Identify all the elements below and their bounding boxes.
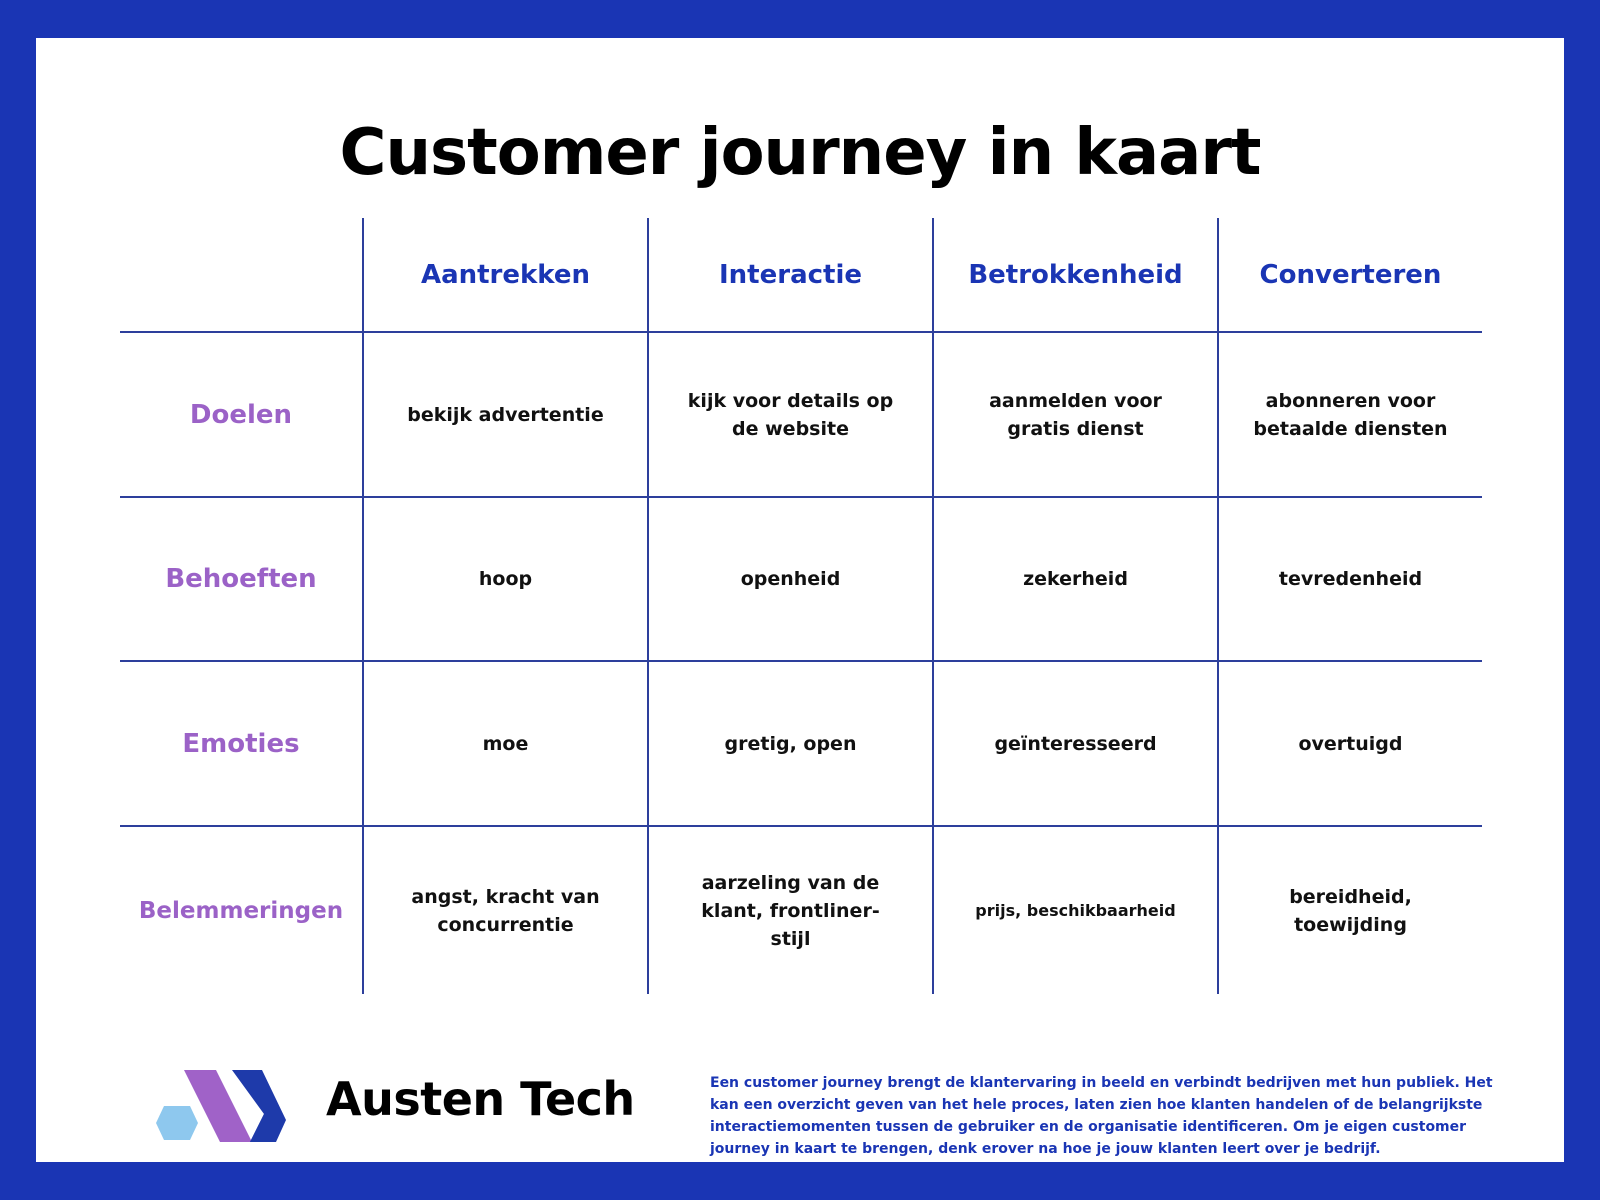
row-heading-emoties: Emoties [182,728,300,759]
table-cell: gretig, open [724,732,857,755]
table-cell: bereidheid, toewijding [1289,885,1412,936]
page-title: Customer journey in kaart [339,116,1262,190]
table-cell: moe [482,732,529,755]
table-cell: prijs, beschikbaarheid [975,900,1176,920]
brand-name: Austen Tech [326,1072,635,1126]
grid-line [647,218,649,994]
grid-line [932,218,934,994]
row-heading-doelen: Doelen [189,399,293,430]
column-heading-betrokkenheid: Betrokkenheid [968,259,1183,290]
table-cell: openheid [740,568,841,590]
row-heading-behoeften: Behoeften [165,564,317,594]
table-cell: hoop [478,568,533,590]
column-heading-converteren: Converteren [1259,259,1442,290]
grid-line [120,825,1482,827]
table-cell: geïnteresseerd [994,732,1157,755]
journey-card: Customer journey in kaart Aantrekken Int… [36,38,1564,1162]
table-cell: abonneren voor betaalde diensten [1253,389,1448,440]
description-text: Een customer journey brengt de klanterva… [710,1075,1493,1157]
table-cell: zekerheid [1023,568,1128,590]
table-cell: aarzeling van de klant, frontliner-stijl [701,871,880,950]
table-cell: tevredenheid [1278,568,1423,590]
grid-line [1217,218,1219,994]
column-heading-interactie: Interactie [719,259,862,290]
table-cell: aanmelden voor gratis dienst [989,389,1162,440]
row-heading-belemmeringen: Belemmeringen [138,897,344,924]
grid-line [362,218,364,994]
column-heading-aantrekken: Aantrekken [420,259,591,290]
grid-line [120,331,1482,333]
grid-line [120,660,1482,662]
grid-line [120,496,1482,498]
table-cell: angst, kracht van concurrentie [411,885,600,936]
brand-logo-icon [156,1070,286,1142]
table-cell: overtuigd [1298,732,1403,755]
table-cell: bekijk advertentie [407,403,604,426]
table-cell: kijk voor details op de website [687,389,894,440]
